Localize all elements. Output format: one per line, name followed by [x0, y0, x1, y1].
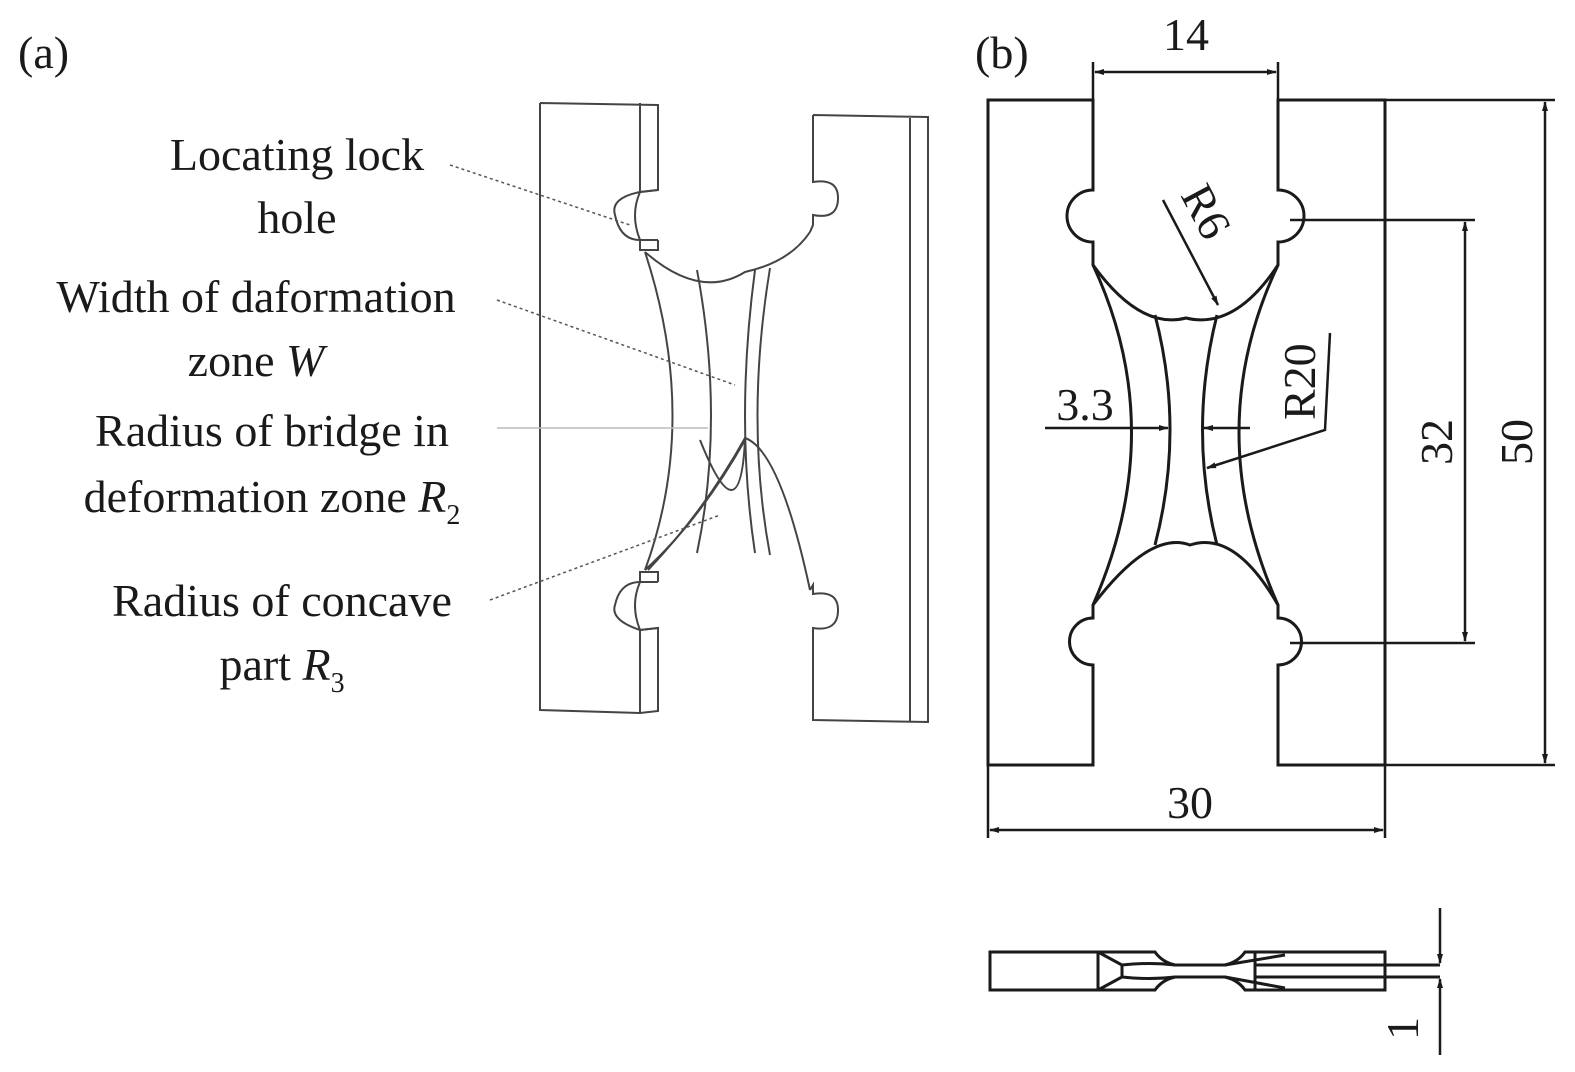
callout-text: Width of daformation — [56, 271, 455, 322]
dimension-label: 1 — [1377, 1017, 1428, 1040]
dimension-label: R20 — [1274, 343, 1325, 420]
isometric-specimen — [539, 102, 929, 724]
leader-line — [449, 164, 631, 226]
leader-line — [496, 299, 736, 386]
front-view — [986, 98, 1387, 767]
dimension-top-width: 14 — [1091, 9, 1280, 100]
dimension-total-width: 30 — [986, 765, 1387, 838]
dimension-hole-spacing: 32 — [1290, 218, 1475, 645]
callout-width-zone: Width of daformation zone W — [56, 271, 736, 386]
callout-locating-hole: Locating lock hole — [170, 129, 631, 243]
callout-bridge-radius: Radius of bridge in deformation zone R2 — [84, 405, 708, 531]
callout-text: zone W — [188, 335, 328, 386]
callout-concave-radius: Radius of concave part R3 — [112, 514, 721, 699]
callout-text: Radius of concave — [112, 575, 452, 626]
dimension-total-height: 50 — [1385, 98, 1555, 767]
callout-text: deformation zone R2 — [84, 471, 461, 531]
callout-text: Radius of bridge in — [95, 405, 449, 456]
callout-text: Locating lock — [170, 129, 424, 180]
callout-text: hole — [257, 192, 336, 243]
dimension-label: 30 — [1167, 777, 1213, 828]
panel-a: (a) Locating lock hole Width of daform — [18, 27, 929, 724]
dimension-radius-bridge: R20 — [1206, 332, 1332, 470]
dimension-label: 50 — [1491, 419, 1542, 465]
side-view: 1 — [988, 908, 1443, 1055]
panel-a-label: (a) — [18, 27, 69, 78]
dimension-label: 14 — [1163, 9, 1209, 60]
dimension-label: 32 — [1411, 419, 1462, 465]
dimension-label: 3.3 — [1056, 379, 1114, 430]
callout-text: part R3 — [219, 639, 344, 699]
dimension-bridge-width: 3.3 — [1045, 379, 1250, 431]
panel-b-label: (b) — [975, 27, 1029, 78]
panel-b: (b) 14 R6 R20 3.3 — [975, 9, 1555, 1055]
leader-line — [489, 514, 721, 601]
dimension-radius-small: R6 — [1161, 176, 1241, 306]
